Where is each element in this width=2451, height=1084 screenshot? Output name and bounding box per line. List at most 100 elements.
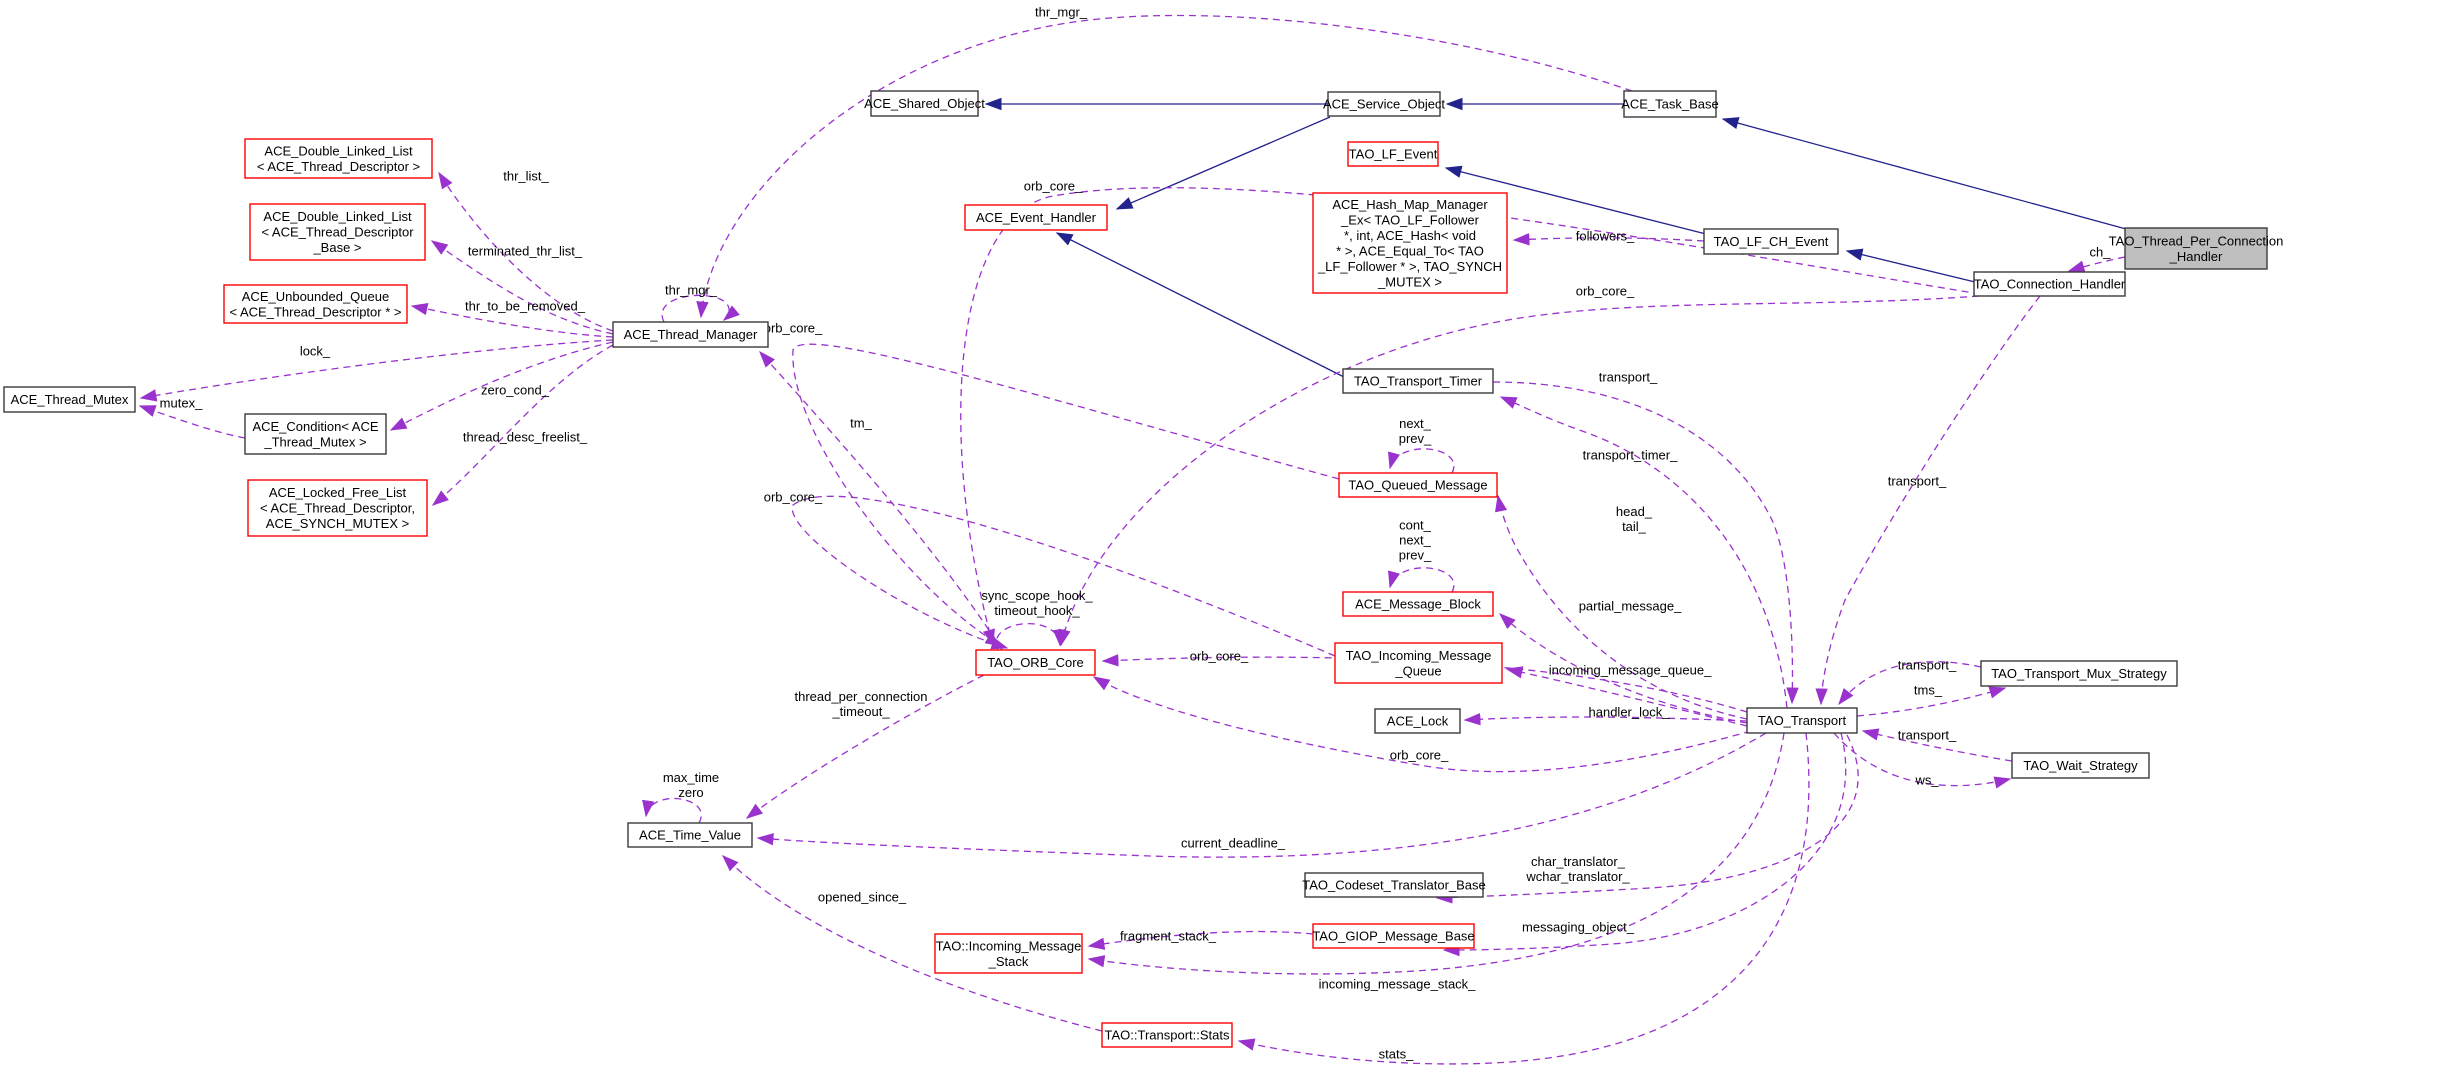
- edge-usage-char-wchar-translator: [1435, 734, 1859, 904]
- node-ace-lock[interactable]: ACE_Lock: [1374, 708, 1461, 734]
- node-ace-time-value[interactable]: ACE_Time_Value: [627, 822, 753, 848]
- edge-usage-ch: [2067, 256, 2126, 273]
- svg-text:zero_cond_: zero_cond_: [481, 383, 550, 398]
- lbl-current-deadline: current_deadline_: [1181, 836, 1286, 851]
- svg-text:zero: zero: [678, 785, 703, 800]
- node-label: *, int, ACE_Hash< void: [1344, 228, 1476, 243]
- edge-usage-thr-list: [438, 171, 614, 332]
- node-label: TAO_Wait_Strategy: [2023, 758, 2138, 773]
- edge-inherit-timer-to-eventhandler: [1055, 232, 1345, 378]
- node-label: _Stack: [988, 954, 1029, 969]
- edge-usage-head-tail: [1494, 494, 1748, 720]
- svg-text:fragment_stack_: fragment_stack_: [1120, 929, 1217, 944]
- node-label: TAO_Codeset_Translator_Base: [1302, 878, 1486, 893]
- node-label: TAO_ORB_Core: [987, 655, 1084, 670]
- node-tao-orb-core[interactable]: TAO_ORB_Core: [975, 649, 1096, 676]
- edge-usage-orb-core-top: [960, 187, 1993, 647]
- svg-text:timeout_hook_: timeout_hook_: [994, 603, 1080, 618]
- lbl-orb-core-ch: orb_core_: [1576, 284, 1635, 299]
- node-label: _Handler: [2169, 249, 2223, 264]
- node-ace-message-block[interactable]: ACE_Message_Block: [1342, 591, 1494, 617]
- lbl-next-prev: next_prev_: [1399, 416, 1432, 446]
- node-label: TAO_GIOP_Message_Base: [1312, 929, 1474, 944]
- node-label: ACE_Task_Base: [1621, 97, 1719, 112]
- edge-inherit-service-to-eventhandler: [1115, 116, 1331, 210]
- edge-usage-transport-from-timer: [1492, 381, 1799, 705]
- lbl-cont-next-prev: cont_next_prev_: [1399, 518, 1432, 563]
- node-ace-locked-free-list[interactable]: ACE_Locked_Free_List< ACE_Thread_Descrip…: [247, 479, 428, 537]
- node-label: TAO_Transport_Timer: [1354, 374, 1483, 389]
- lbl-orb-core-incoming: orb_core_: [764, 490, 823, 505]
- node-tao-codeset-translator-base[interactable]: TAO_Codeset_Translator_Base: [1302, 872, 1486, 898]
- node-tao-transport-mux-strategy[interactable]: TAO_Transport_Mux_Strategy: [1980, 660, 2178, 687]
- node-ace-condition[interactable]: ACE_Condition< ACE_Thread_Mutex >: [244, 413, 387, 455]
- svg-text:opened_since_: opened_since_: [818, 890, 907, 905]
- svg-text:incoming_message_stack_: incoming_message_stack_: [1319, 977, 1477, 992]
- node-tao-connection-handler[interactable]: TAO_Connection_Handler: [1973, 271, 2126, 297]
- node-label: ACE_Hash_Map_Manager: [1332, 197, 1488, 212]
- edge-usage-mutex: [138, 405, 246, 439]
- svg-text:transport_: transport_: [1898, 658, 1957, 673]
- node-tao-incoming-message-stack[interactable]: TAO::Incoming_Message_Stack: [934, 933, 1083, 974]
- node-ace-hash-map-manager[interactable]: ACE_Hash_Map_Manager_Ex< TAO_LF_Follower…: [1312, 192, 1508, 294]
- edge-usage-fragment-stack: [1087, 930, 1314, 950]
- node-label: ACE_Message_Block: [1355, 597, 1481, 612]
- edge-usage-orb-core-incoming: [791, 495, 1336, 657]
- node-label: < ACE_Thread_Descriptor >: [257, 159, 420, 174]
- node-ace-task-base[interactable]: ACE_Task_Base: [1621, 90, 1719, 118]
- node-label: ACE_Lock: [1387, 714, 1449, 729]
- lbl-char-wchar-translator: char_translator_wchar_translator_: [1525, 854, 1630, 884]
- edge-usage-tms: [1856, 686, 2007, 717]
- node-ace-unbounded-queue[interactable]: ACE_Unbounded_Queue< ACE_Thread_Descript…: [223, 284, 408, 324]
- lbl-orb-core-lower: orb_core_: [1390, 748, 1449, 763]
- lbl-ws: ws_: [1914, 773, 1939, 788]
- edge-usage-opened-since: [721, 855, 1103, 1032]
- svg-text:mutex_: mutex_: [160, 396, 203, 411]
- edge-usage-orb-core-lower: [1092, 676, 1752, 773]
- node-ace-double-linked-list-base[interactable]: ACE_Double_Linked_List< ACE_Thread_Descr…: [249, 203, 426, 261]
- node-tao-queued-message[interactable]: TAO_Queued_Message: [1338, 472, 1498, 498]
- lbl-stats: stats_: [1379, 1047, 1414, 1062]
- node-tao-giop-message-base[interactable]: TAO_GIOP_Message_Base: [1312, 923, 1475, 949]
- node-label: _Queue: [1394, 663, 1441, 678]
- node-tao-transport[interactable]: TAO_Transport: [1746, 707, 1858, 734]
- lbl-orb-core-top: orb_core_: [1024, 179, 1083, 194]
- svg-text:_timeout_: _timeout_: [831, 704, 890, 719]
- node-ace-thread-manager[interactable]: ACE_Thread_Manager: [612, 321, 769, 348]
- node-label: ACE_Double_Linked_List: [263, 209, 412, 224]
- svg-text:thr_to_be_removed_: thr_to_be_removed_: [465, 299, 586, 314]
- svg-text:orb_core_: orb_core_: [1576, 284, 1635, 299]
- node-ace-service-object[interactable]: ACE_Service_Object: [1323, 91, 1445, 117]
- node-ace-event-handler[interactable]: ACE_Event_Handler: [964, 204, 1108, 231]
- svg-text:head_: head_: [1616, 504, 1653, 519]
- node-tao-lf-ch-event[interactable]: TAO_LF_CH_Event: [1703, 228, 1839, 255]
- node-ace-double-linked-list[interactable]: ACE_Double_Linked_List< ACE_Thread_Descr…: [244, 138, 433, 179]
- node-label: * >, ACE_Equal_To< TAO: [1336, 243, 1484, 258]
- svg-text:incoming_message_queue_: incoming_message_queue_: [1549, 663, 1712, 678]
- node-tao-thread-per-connection-handler[interactable]: TAO_Thread_Per_Connection_Handler: [2109, 227, 2284, 270]
- node-tao-transport-stats[interactable]: TAO::Transport::Stats: [1101, 1022, 1233, 1048]
- node-label: ACE_Thread_Mutex: [11, 392, 129, 407]
- edge-inherit-tpch-to-taskbase: [1721, 117, 2127, 230]
- lbl-head-tail: head_tail_: [1616, 504, 1653, 534]
- edge-usage-incoming-message-stack: [1087, 732, 1785, 975]
- svg-text:transport_: transport_: [1599, 370, 1658, 385]
- node-ace-shared-object[interactable]: ACE_Shared_Object: [864, 90, 985, 117]
- edge-inherit-ch-to-lfch: [1845, 248, 1976, 283]
- node-tao-transport-timer[interactable]: TAO_Transport_Timer: [1342, 368, 1494, 394]
- node-tao-wait-strategy[interactable]: TAO_Wait_Strategy: [2011, 752, 2150, 779]
- node-label: ACE_Double_Linked_List: [264, 143, 413, 158]
- lbl-transport-from-timer: transport_: [1599, 370, 1658, 385]
- node-tao-incoming-message-queue[interactable]: TAO_Incoming_Message_Queue: [1334, 642, 1503, 684]
- node-label: < ACE_Thread_Descriptor: [261, 225, 414, 240]
- node-ace-thread-mutex[interactable]: ACE_Thread_Mutex: [3, 386, 136, 413]
- node-tao-lf-event[interactable]: TAO_LF_Event: [1347, 141, 1439, 167]
- svg-text:thread_per_connection: thread_per_connection: [795, 689, 928, 704]
- svg-text:orb_core_: orb_core_: [1190, 649, 1249, 664]
- node-label: TAO_Incoming_Message: [1346, 648, 1492, 663]
- node-label: ACE_Locked_Free_List: [269, 485, 407, 500]
- lbl-fragment-stack: fragment_stack_: [1120, 929, 1217, 944]
- svg-text:thr_mgr_: thr_mgr_: [665, 283, 718, 298]
